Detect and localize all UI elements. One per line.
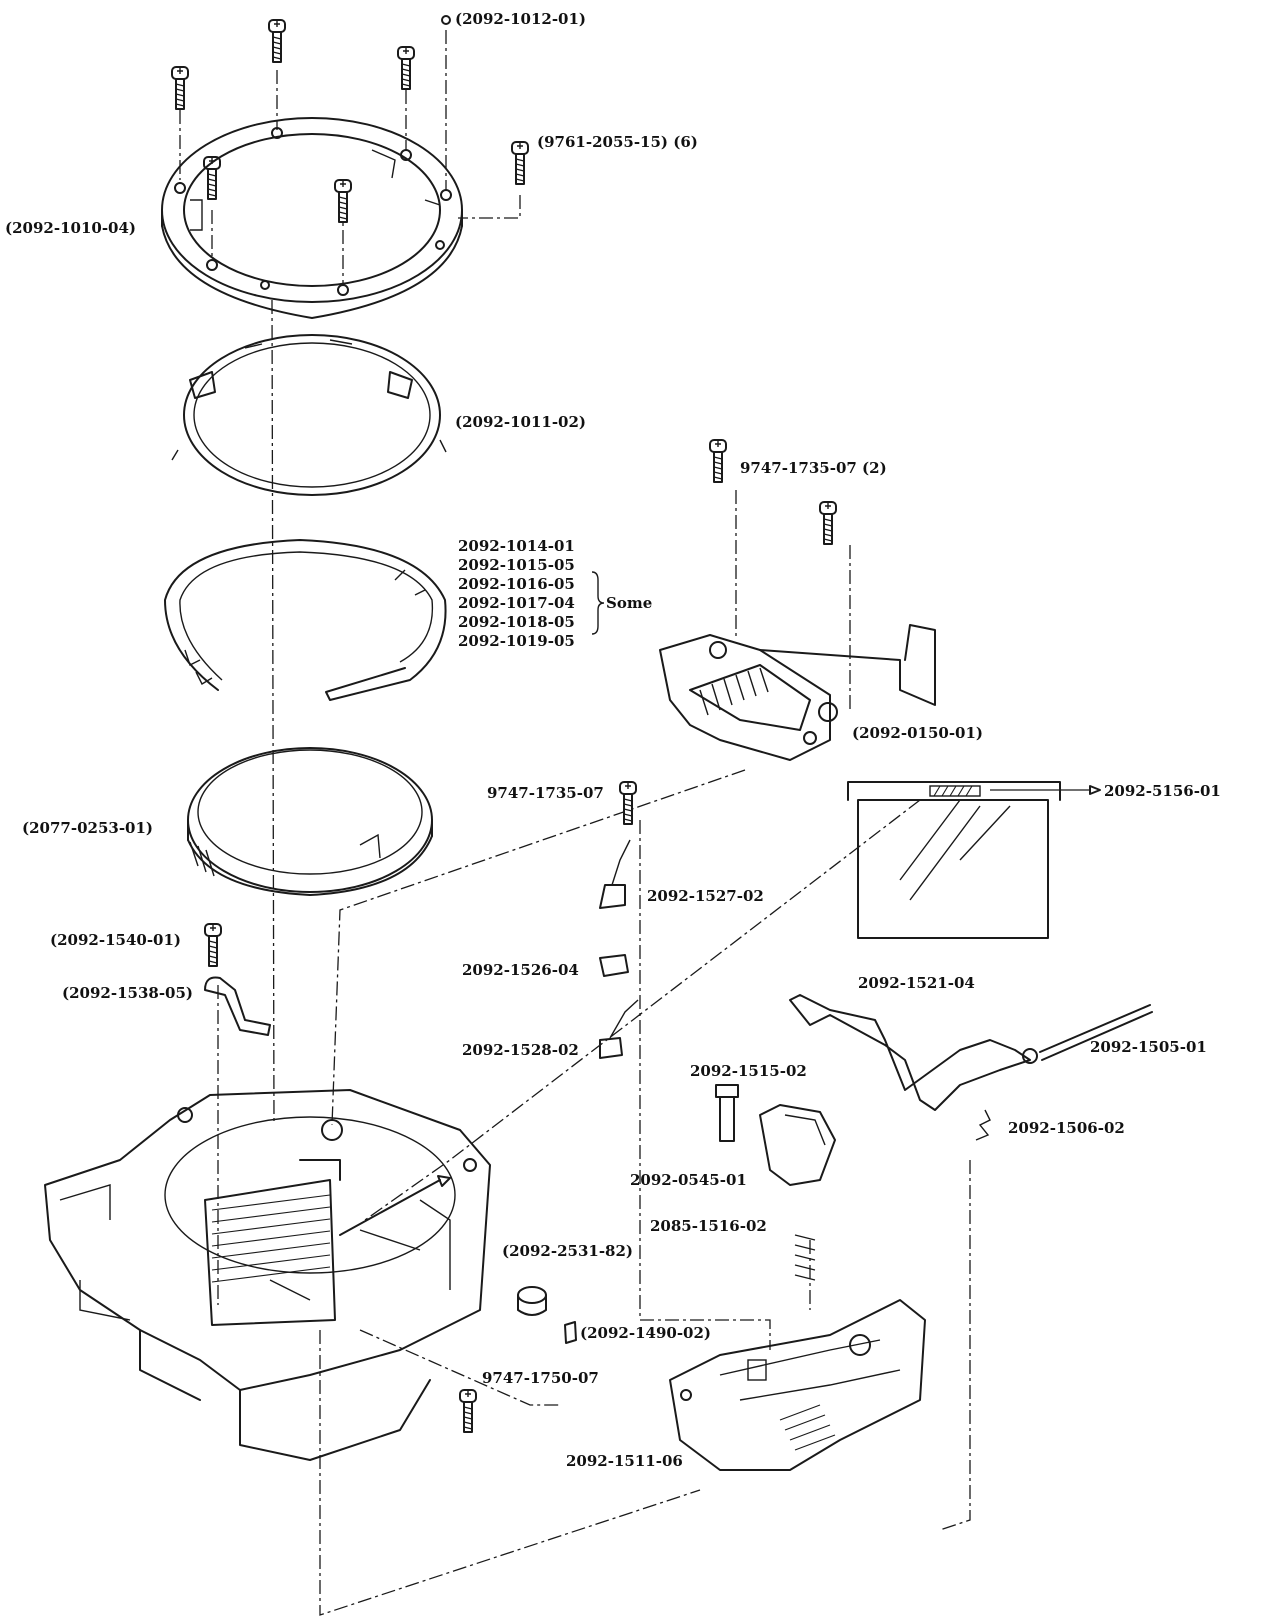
- switch-assembly: [715, 1084, 836, 1281]
- label-2092-1515-02: 2092-1515-02: [690, 1062, 807, 1080]
- label-2092-1012-01: (2092-1012-01): [455, 10, 586, 28]
- label-2092-1016-05: 2092-1016-05: [458, 575, 575, 593]
- label-9747-1750-07: 9747-1750-07: [482, 1369, 599, 1387]
- label-2092-1526-04: 2092-1526-04: [462, 961, 579, 979]
- label-2092-2531-82: (2092-2531-82): [502, 1242, 633, 1260]
- small-roller-parts: [459, 1286, 577, 1433]
- label-2092-0150-01: (2092-0150-01): [852, 724, 983, 742]
- label-2077-0253-01: (2077-0253-01): [22, 819, 153, 837]
- label-group-note: Some: [606, 594, 652, 612]
- label-2092-1505-01: 2092-1505-01: [1090, 1038, 1207, 1056]
- label-2092-1014-01: 2092-1014-01: [458, 537, 575, 555]
- spring-ring: [187, 747, 433, 896]
- label-2092-1015-05: 2092-1015-05: [458, 556, 575, 574]
- shim-ring: [164, 539, 447, 701]
- contact-parts: [599, 781, 639, 1059]
- label-2092-1017-04: 2092-1017-04: [458, 594, 575, 612]
- label-2092-1490-02: (2092-1490-02): [580, 1324, 711, 1342]
- label-2092-1019-05: 2092-1019-05: [458, 632, 575, 650]
- label-2092-1540-01: (2092-1540-01): [50, 931, 181, 949]
- second-ring: [171, 334, 447, 496]
- label-2092-1018-05: 2092-1018-05: [458, 613, 575, 631]
- lever-left: [204, 923, 271, 1036]
- top-mount-ring: [161, 117, 463, 319]
- label-2092-1538-05: (2092-1538-05): [62, 984, 193, 1002]
- label-2092-1011-02: (2092-1011-02): [455, 413, 586, 431]
- label-2092-1511-06: 2092-1511-06: [566, 1452, 683, 1470]
- label-2092-0545-01: 2092-0545-01: [630, 1171, 747, 1189]
- label-2092-1527-02: 2092-1527-02: [647, 887, 764, 905]
- label-2092-1010-04: (2092-1010-04): [5, 219, 136, 237]
- label-2092-1506-02: 2092-1506-02: [1008, 1119, 1125, 1137]
- shim-group-list: 2092-1014-01 2092-1015-05 2092-1016-05 2…: [458, 537, 652, 650]
- label-2092-1528-02: 2092-1528-02: [462, 1041, 579, 1059]
- label-2092-5156-01: 2092-5156-01: [1104, 782, 1221, 800]
- screw-group-top: [171, 15, 529, 223]
- bottom-plate: [669, 1299, 926, 1471]
- label-9761-2055-15: (9761-2055-15) (6): [537, 133, 698, 151]
- assembly-leader-lines: [179, 30, 971, 1616]
- label-2085-1516-02: 2085-1516-02: [650, 1217, 767, 1235]
- part-labels: (2092-1012-01) (9761-2055-15) (6) (2092-…: [5, 10, 1221, 1470]
- main-mirror-box-body: [44, 1089, 491, 1461]
- lever-right: [789, 994, 1153, 1141]
- label-9747-1735-07-2: 9747-1735-07 (2): [740, 459, 887, 477]
- label-2092-1521-04: 2092-1521-04: [858, 974, 975, 992]
- label-9747-1735-07: 9747-1735-07: [487, 784, 604, 802]
- focusing-screen: [847, 781, 1101, 939]
- upper-bracket: [659, 439, 936, 761]
- group-brace: [591, 571, 605, 635]
